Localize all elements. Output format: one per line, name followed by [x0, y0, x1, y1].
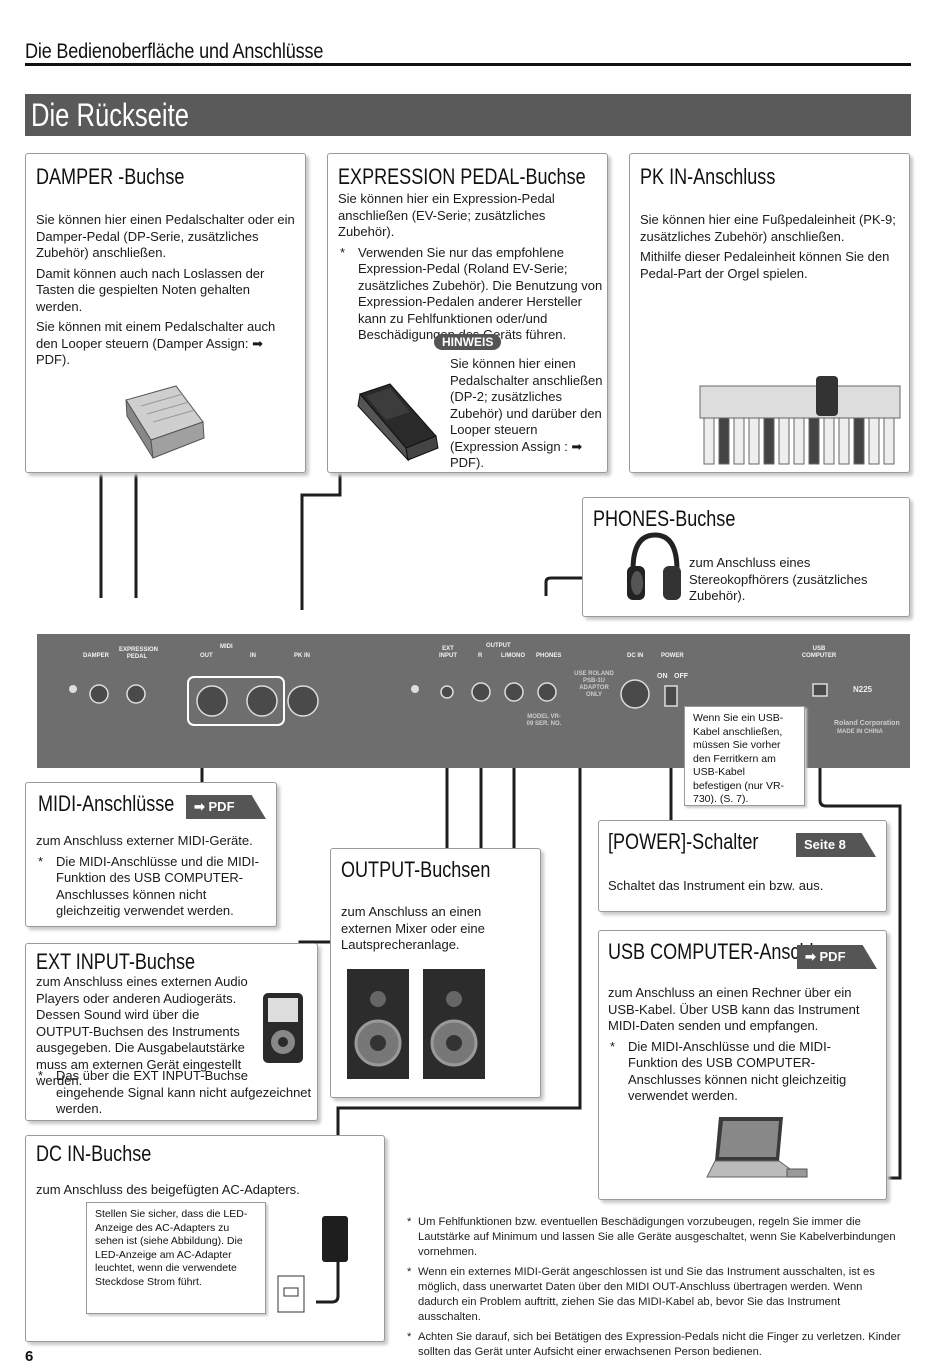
pkin-text-1: Sie können hier eine Fußpedaleinheit (PK… — [640, 212, 896, 244]
output-title: OUTPUT-Buchsen — [341, 857, 491, 882]
footnote-1: Um Fehlfunktionen bzw. eventuellen Besch… — [407, 1215, 904, 1260]
pedal-key — [718, 417, 730, 465]
output-text: zum Anschluss an einen externen Mixer od… — [341, 904, 485, 952]
label-usb-computer: USB COMPUTER — [801, 646, 837, 659]
midi-pdf-tag: ➡ PDF — [186, 795, 266, 819]
pkin-text-2: Mithilfe dieser Pedaleinheit können Sie … — [640, 249, 890, 281]
dcin-led-note: Stellen Sie sicher, dass die LED-Anzeige… — [86, 1202, 266, 1314]
expression-title: EXPRESSION PEDAL-Buchse — [338, 164, 586, 189]
footnote-3: Achten Sie darauf, sich bei Betätigen de… — [407, 1330, 904, 1360]
expression-box: EXPRESSION PEDAL-Buchse Sie können hier … — [327, 153, 608, 473]
damper-title: DAMPER -Buchse — [36, 164, 185, 189]
damper-box: DAMPER -Buchse Sie können hier einen Ped… — [25, 153, 306, 473]
label-output-lmono: L/MONO — [501, 653, 525, 659]
label-made-in: MADE IN CHINA — [837, 729, 883, 735]
label-expression: EXPRESSION PEDAL — [119, 647, 159, 660]
audio-player-icon — [263, 993, 303, 1063]
label-model: MODEL VR-09 SER. NO. — [526, 714, 562, 727]
footnote-2: Wenn ein externes MIDI-Gerät angeschloss… — [407, 1265, 904, 1325]
midi-title: MIDI-Anschlüsse — [38, 791, 175, 816]
label-output-r: R — [478, 653, 483, 659]
label-dcin: DC IN — [627, 653, 644, 659]
label-off: OFF — [674, 673, 688, 680]
dcin-text: zum Anschluss des beigefügten AC-Adapter… — [36, 1182, 300, 1197]
pedal-key — [838, 417, 850, 465]
footnotes: Um Fehlfunktionen bzw. eventuellen Besch… — [407, 1215, 904, 1365]
label-pkin: PK IN — [294, 653, 311, 659]
pedal-key — [868, 417, 880, 465]
label-on: ON — [657, 673, 668, 680]
label-damper: DAMPER — [83, 653, 110, 659]
power-text: Schaltet das Instrument ein bzw. aus. — [608, 878, 824, 893]
midi-text-1: zum Anschluss externer MIDI-Geräte. — [36, 833, 253, 848]
ext-input-text: zum Anschluss eines externen Audio Playe… — [36, 974, 248, 1088]
page-header-title: Die Bedienoberfläche und Anschlüsse — [25, 40, 324, 63]
midi-box: MIDI-Anschlüsse ➡ PDF zum Anschluss exte… — [25, 782, 277, 927]
laptop-icon — [706, 1117, 808, 1178]
hinweis-badge: HINWEIS — [434, 334, 502, 350]
pkin-title: PK IN-Anschluss — [640, 164, 776, 189]
speakers-icon — [347, 969, 485, 1079]
expression-text-1: Sie können hier ein Expression-Pedal ans… — [338, 191, 555, 239]
damper-text-3: Sie können mit einem Pedalschalter auch … — [36, 319, 276, 367]
pedal-key — [793, 417, 805, 465]
pedal-key — [778, 417, 790, 465]
pedal-key — [808, 417, 820, 465]
section-title: Die Rückseite — [31, 97, 189, 133]
damper-text-2: Damit können auch nach Loslassen der Tas… — [36, 265, 265, 314]
phones-title: PHONES-Buchse — [593, 506, 736, 531]
midi-bullet-1: Die MIDI-Anschlüsse und die MIDI-Funktio… — [36, 854, 274, 920]
label-n225: N225 — [853, 685, 873, 694]
pedal-key — [748, 417, 760, 465]
label-roland: Roland Corporation — [834, 720, 900, 727]
panel-jacks — [69, 676, 828, 726]
label-midi-out: OUT — [200, 653, 213, 659]
usb-ferrite-note: Wenn Sie ein USB-Kabel anschließen, müss… — [684, 706, 805, 806]
output-box: OUTPUT-Buchsen zum Anschluss an einen ex… — [330, 848, 541, 1098]
dcin-title: DC IN-Buchse — [36, 1141, 152, 1166]
label-output: OUTPUT — [486, 643, 511, 649]
headphones-icon — [627, 532, 681, 600]
damper-text-1: Sie können hier einen Pedalschalter oder… — [36, 212, 295, 260]
pedal-key — [883, 417, 895, 465]
usb-computer-bullet: Die MIDI-Anschlüsse und die MIDI-Funktio… — [608, 1039, 880, 1105]
pedal-key — [703, 417, 715, 465]
ac-adapter-icon — [277, 1216, 348, 1313]
ext-input-title: EXT INPUT-Buchse — [36, 949, 196, 974]
usb-computer-text: zum Anschluss an einen Rechner über ein … — [608, 985, 860, 1033]
ext-input-box: EXT INPUT-Buchse zum Anschluss eines ext… — [25, 943, 318, 1121]
label-midi: MIDI — [220, 644, 233, 650]
header-rule — [25, 63, 911, 66]
pedal-key — [853, 417, 865, 465]
hinweis-text: Sie können hier einen Pedalschalter ansc… — [450, 356, 603, 470]
pedal-key — [823, 417, 835, 465]
pedal-switch-icon — [125, 385, 205, 459]
usb-pdf-tag: ➡ PDF — [797, 945, 877, 969]
ext-input-bullet: Das über die EXT INPUT-Buchse eingehende… — [36, 1068, 316, 1118]
label-midi-in: IN — [250, 653, 256, 659]
page-number: 6 — [25, 1348, 34, 1365]
phones-text: zum Anschluss eines Stereokopfhörers (zu… — [689, 555, 868, 603]
expression-pedal-icon — [357, 383, 439, 462]
power-title: [POWER]-Schalter — [608, 829, 759, 854]
phones-box: PHONES-Buchse zum Anschluss eines Stereo… — [582, 497, 910, 617]
label-power: POWER — [661, 653, 684, 659]
usb-computer-box: USB COMPUTER-Anschluss ➡ PDF zum Anschlu… — [598, 930, 887, 1200]
power-box: [POWER]-Schalter Seite 8 Schaltet das In… — [598, 820, 887, 912]
pkin-box: PK IN-Anschluss Sie können hier eine Fuß… — [629, 153, 910, 473]
power-page-tag: Seite 8 — [796, 833, 876, 857]
pedal-key — [763, 417, 775, 465]
label-adaptor: USE ROLAND PSB-1U ADAPTOR ONLY — [574, 671, 614, 698]
pedalboard-icon — [699, 376, 901, 465]
pedal-key — [733, 417, 745, 465]
label-ext-input: EXT INPUT — [439, 646, 457, 659]
section-banner: Die Rückseite — [25, 94, 911, 136]
expression-bullet-1: Verwenden Sie nur das empfohlene Express… — [338, 245, 604, 344]
label-phones: PHONES — [536, 653, 562, 659]
